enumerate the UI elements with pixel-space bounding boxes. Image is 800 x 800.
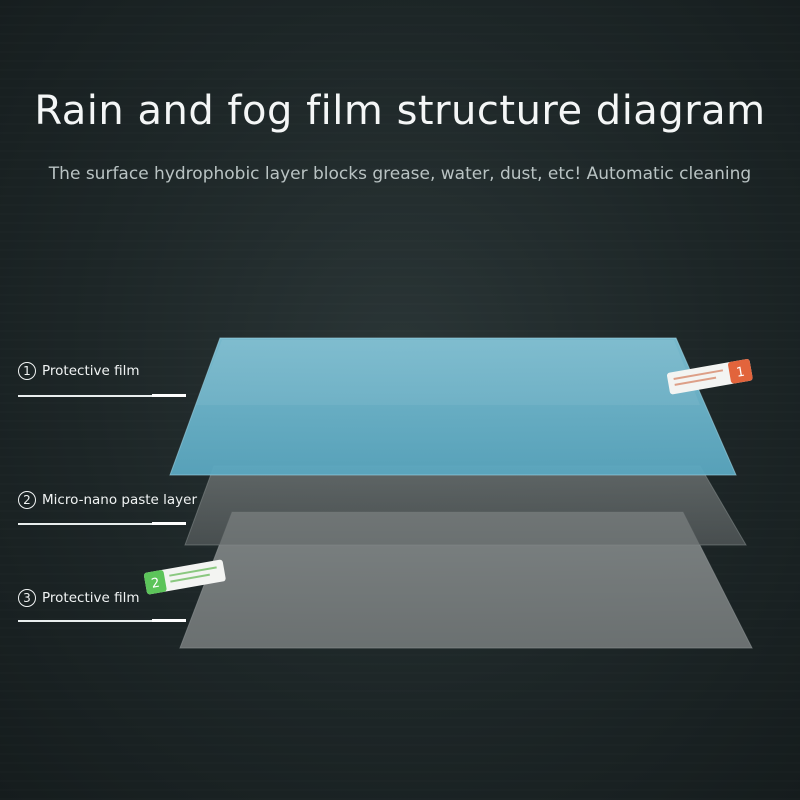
layer-2-number: 2	[18, 491, 36, 509]
peel-tab-1-number: 1	[735, 365, 746, 381]
layer-1-leader	[18, 395, 186, 397]
peel-tab-2: 2	[143, 559, 226, 595]
layer-3-leader	[18, 620, 186, 622]
layer-2-text: Micro-nano paste layer	[42, 492, 198, 508]
layer-3-leader-tip	[152, 619, 186, 622]
layer-1-number: 1	[18, 362, 36, 380]
layer-1-label: 1 Protective film	[18, 362, 139, 380]
peel-tab-1: 1	[666, 359, 753, 395]
layer-1-leader-tip	[152, 394, 186, 397]
layer-1-highlight	[196, 340, 700, 405]
layer-1-text: Protective film	[42, 363, 140, 379]
layer-2-label: 2 Micro-nano paste layer	[18, 491, 197, 509]
layer-1-sheet	[169, 337, 737, 476]
layer-3-text: Protective film	[42, 590, 140, 606]
layer-3-number: 3	[18, 589, 36, 607]
peel-tab-2-number: 2	[150, 576, 161, 592]
layer-3-label: 3 Protective film	[18, 589, 139, 607]
layer-2-leader	[18, 523, 186, 525]
layer-2-leader-tip	[152, 522, 186, 525]
diagram-subtitle: The surface hydrophobic layer blocks gre…	[48, 164, 752, 184]
diagram-title: Rain and fog film structure diagram	[34, 88, 766, 134]
layer-3-sheet-front	[180, 512, 752, 648]
